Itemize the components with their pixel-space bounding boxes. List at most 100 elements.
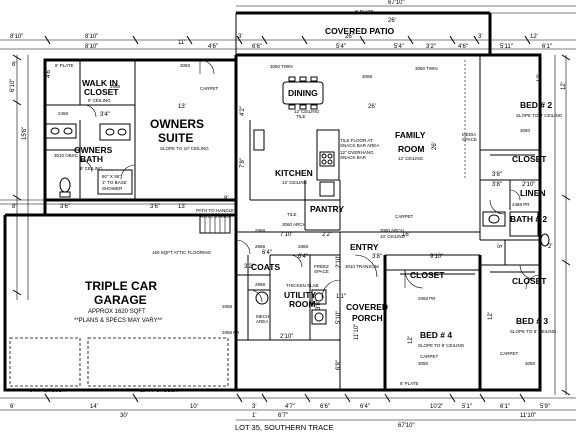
- label-footer: LOT 35, SOUTHERN TRACE: [235, 423, 334, 432]
- note-carpet-bed3: CARPET: [500, 351, 519, 356]
- svg-text:3060 TWIN: 3060 TWIN: [415, 66, 438, 71]
- svg-text:15'6": 15'6": [22, 127, 28, 140]
- svg-text:3050: 3050: [520, 128, 531, 133]
- svg-text:6'6": 6'6": [252, 44, 262, 50]
- svg-text:3': 3': [252, 404, 256, 410]
- svg-text:2868: 2868: [255, 282, 266, 287]
- svg-text:2'2": 2'2": [322, 232, 332, 238]
- svg-text:5'9": 5'9": [540, 404, 550, 410]
- label-attic: 160 SQFT ATTIC FLOORING: [152, 250, 212, 255]
- label-oh-door-2: 16' X 7' OH DOOR: [140, 388, 178, 393]
- svg-text:16': 16': [402, 232, 410, 238]
- svg-text:3080 ARCH: 3080 ARCH: [380, 228, 404, 233]
- svg-text:7'8": 7'8": [240, 158, 246, 168]
- svg-text:3'8": 3'8": [492, 182, 502, 188]
- label-closet-c: CLOSET: [512, 276, 547, 286]
- svg-text:6'4": 6'4": [298, 254, 308, 260]
- note-bath: 9' CEILING: [80, 166, 103, 171]
- svg-text:5'4": 5'4": [336, 44, 346, 50]
- note-entry: 10' CEILING: [380, 234, 406, 239]
- svg-text:12': 12': [488, 312, 494, 320]
- svg-text:6'10": 6'10": [10, 79, 16, 92]
- note-tile-kitchen: TILE: [287, 212, 297, 217]
- svg-text:2'10": 2'10": [280, 334, 293, 340]
- note-suite-slope: SLOPE TO 10' CEILING: [160, 146, 209, 151]
- note-carpet-bed4: CARPET: [420, 354, 439, 359]
- svg-text:5': 5': [498, 244, 504, 248]
- svg-text:3068: 3068: [362, 74, 373, 79]
- note-plate-bottom: 8' PLATE: [400, 381, 419, 386]
- label-pantry: PANTRY: [310, 204, 344, 214]
- ceiling-notes: SLOPE TO 10' CEILING 9' CEILING 9' CEILI…: [55, 9, 563, 386]
- note-bed3: SLOPE TO 9' CEILING: [510, 329, 557, 334]
- svg-text:3060 TWIN: 3060 TWIN: [270, 64, 293, 69]
- label-linen: LINEN: [520, 188, 546, 198]
- svg-text:2868: 2868: [255, 244, 266, 249]
- svg-text:2068: 2068: [222, 304, 233, 309]
- svg-text:2'10": 2'10": [336, 255, 342, 268]
- svg-text:6'6": 6'6": [320, 404, 330, 410]
- svg-text:3'8": 3'8": [492, 172, 502, 178]
- svg-text:8': 8': [224, 196, 228, 202]
- svg-text:4'6": 4'6": [458, 44, 468, 50]
- svg-text:8'10": 8'10": [85, 34, 98, 40]
- label-coats: COATS: [251, 262, 280, 272]
- svg-text:3'6": 3'6": [150, 204, 160, 210]
- svg-text:1': 1': [252, 413, 256, 419]
- svg-text:67'10": 67'10": [388, 0, 405, 6]
- svg-text:12': 12': [530, 34, 538, 40]
- door-swings: [79, 59, 541, 303]
- svg-text:13': 13': [178, 204, 186, 210]
- svg-text:2868: 2868: [255, 228, 266, 233]
- label-bed3: BED # 3: [516, 316, 548, 326]
- svg-text:12': 12': [537, 74, 543, 82]
- fixtures: [9, 60, 550, 387]
- label-oh-door-1: 9' X 7' OH DOOR: [30, 388, 66, 393]
- svg-text:12': 12': [408, 336, 414, 344]
- svg-text:5'11": 5'11": [500, 44, 513, 50]
- svg-text:4'2": 4'2": [240, 106, 246, 116]
- label-bed2: BED # 2: [520, 100, 552, 110]
- note-bed4: SLOPE TO 9' CEILING: [418, 343, 465, 348]
- svg-text:3'8": 3'8": [316, 300, 322, 310]
- svg-text:2868: 2868: [298, 244, 309, 249]
- svg-text:6'1": 6'1": [542, 44, 552, 50]
- svg-text:6'8": 6'8": [336, 360, 342, 370]
- svg-text:26': 26': [368, 104, 376, 110]
- label-bath2: BATH # 2: [510, 214, 547, 224]
- label-garage-note: **PLANS & SPECS MAY VARY**: [74, 318, 163, 324]
- label-bed4: BED # 4: [420, 330, 452, 340]
- label-thicken: THICKEN SLAB: [286, 283, 319, 288]
- svg-text:8'10": 8'10": [85, 44, 98, 50]
- svg-text:8': 8': [12, 62, 16, 68]
- svg-text:67'10": 67'10": [398, 423, 415, 429]
- svg-text:30': 30': [120, 413, 128, 419]
- svg-text:26': 26': [432, 142, 438, 150]
- svg-text:4'6": 4'6": [46, 68, 52, 78]
- label-closet-a: CLOSET: [512, 154, 547, 164]
- svg-text:26': 26': [388, 18, 396, 24]
- svg-text:3'2": 3'2": [426, 44, 436, 50]
- svg-text:3'4": 3'4": [100, 112, 110, 118]
- svg-text:2'10": 2'10": [522, 182, 535, 188]
- svg-text:2068 FR: 2068 FR: [222, 330, 240, 335]
- label-dining: DINING: [288, 88, 318, 98]
- svg-text:3': 3': [238, 34, 242, 40]
- svg-text:3'2": 3'2": [244, 264, 254, 270]
- svg-text:11'10": 11'10": [354, 324, 360, 340]
- svg-text:3': 3': [478, 34, 482, 40]
- note-carpet-suite: CARPET: [200, 86, 219, 91]
- label-kitchen: KITCHEN: [275, 168, 313, 178]
- svg-text:9'10": 9'10": [430, 254, 443, 260]
- svg-text:3'6": 3'6": [60, 204, 70, 210]
- label-transom: 3010 TRANSOM: [345, 264, 379, 269]
